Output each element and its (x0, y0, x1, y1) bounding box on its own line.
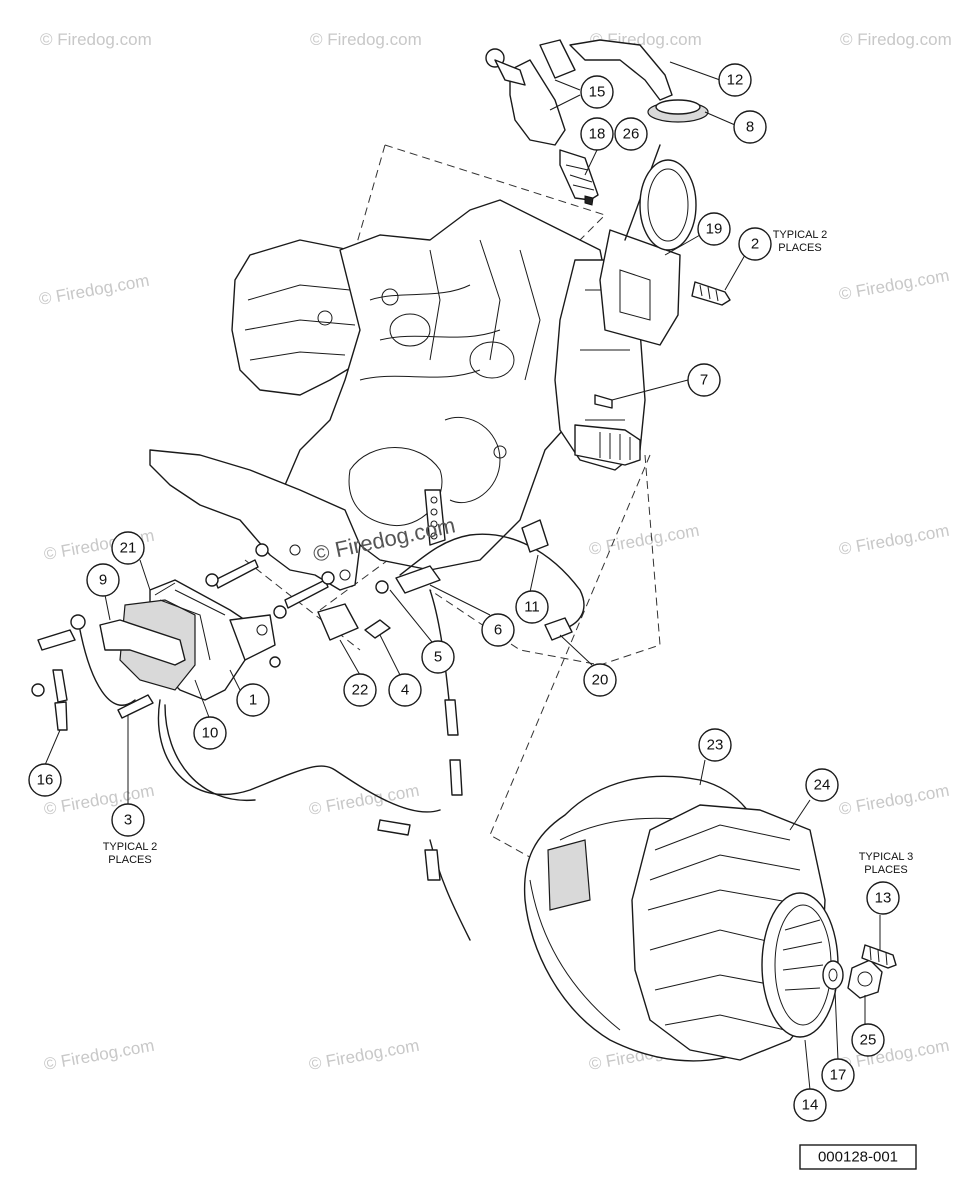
flywheel-assembly (523, 775, 897, 1062)
watermark: © Firedog.com (837, 781, 950, 819)
callout-26: 26 (614, 117, 648, 151)
callout-16: 16 (28, 763, 62, 797)
callout-label: 26 (623, 126, 640, 143)
callout-9: 9 (86, 563, 120, 597)
watermark: © Firedog.com (307, 781, 420, 819)
note-typical-2-line1: TYPICAL 2 (773, 229, 828, 241)
voltage-regulator (99, 579, 276, 701)
callout-label: 7 (700, 372, 708, 389)
callout-23: 23 (698, 728, 732, 762)
leader-lines (44, 61, 881, 1091)
watermark: © Firedog.com (587, 521, 700, 559)
callout-15: 15 (580, 75, 614, 109)
callout-11: 11 (515, 590, 549, 624)
callout-label: 12 (727, 72, 744, 89)
callout-label: 22 (352, 682, 369, 699)
callout-14: 14 (793, 1088, 827, 1122)
callout-label: 17 (830, 1067, 847, 1084)
note-typical-2-line2: PLACES (108, 854, 151, 866)
watermark: © Firedog.com (307, 1036, 420, 1074)
wiring (52, 519, 585, 941)
callout-label: 9 (99, 572, 107, 589)
watermark: © Firedog.com (310, 30, 422, 49)
callout-24: 24 (805, 768, 839, 802)
callout-5: 5 (421, 640, 455, 674)
callout-label: 20 (592, 672, 609, 689)
callout-19: 19 (697, 212, 731, 246)
callout-label: 19 (706, 221, 723, 238)
document-number: 000128-001 (818, 1149, 898, 1166)
callout-label: 3 (124, 812, 132, 829)
callout-17: 17 (821, 1058, 855, 1092)
watermark: © Firedog.com (37, 271, 150, 309)
callout-label: 21 (120, 540, 137, 557)
callout-10: 10 (193, 716, 227, 750)
callout-label: 1 (249, 692, 257, 709)
callout-4: 4 (388, 673, 422, 707)
callout-8: 8 (733, 110, 767, 144)
callout-label: 16 (37, 772, 54, 789)
callout-label: 23 (707, 737, 724, 754)
spark-plug-assembly (485, 39, 709, 206)
callout-label: 11 (524, 599, 540, 616)
callout-label: 25 (860, 1032, 877, 1049)
callout-2: 2 (738, 227, 772, 261)
watermark: © Firedog.com (40, 30, 152, 49)
callout-18: 18 (580, 117, 614, 151)
callout-1: 1 (236, 683, 270, 717)
watermark: © Firedog.com (837, 521, 950, 559)
callout-label: 2 (751, 236, 759, 253)
callout-6: 6 (481, 613, 515, 647)
callout-label: 24 (814, 777, 831, 794)
fasteners (31, 281, 731, 719)
callout-label: 13 (875, 890, 892, 907)
watermark: © Firedog.com (42, 1036, 155, 1074)
notes: TYPICAL 2 PLACES TYPICAL 2 PLACES TYPICA… (103, 229, 914, 876)
note-typical-2-line2: PLACES (778, 242, 821, 254)
callout-21: 21 (111, 531, 145, 565)
callout-3: 3 (111, 803, 145, 837)
note-typical-2-line1: TYPICAL 2 (103, 841, 158, 853)
callout-label: 14 (802, 1097, 819, 1114)
callout-25: 25 (851, 1023, 885, 1057)
callout-label: 18 (589, 126, 606, 143)
callout-13: 13 (866, 881, 900, 915)
watermark: © Firedog.com (837, 266, 950, 304)
callout-label: 10 (202, 725, 219, 742)
note-typical-3-line1: TYPICAL 3 (859, 851, 914, 863)
callout-label: 4 (401, 682, 409, 699)
callout-label: 8 (746, 119, 754, 136)
callout-7: 7 (687, 363, 721, 397)
callout-22: 22 (343, 673, 377, 707)
ignition-coil (599, 144, 697, 346)
callout-label: 5 (434, 649, 442, 666)
callout-20: 20 (583, 663, 617, 697)
callout-label: 15 (589, 84, 606, 101)
note-typical-3-line2: PLACES (864, 864, 907, 876)
callout-12: 12 (718, 63, 752, 97)
callouts: 12 8 15 18 26 19 2 7 21 9 1 10 16 3 22 4… (28, 63, 900, 1122)
watermark: © Firedog.com (840, 30, 952, 49)
callout-label: 6 (494, 622, 502, 639)
document-number-box: 000128-001 (799, 1144, 917, 1170)
